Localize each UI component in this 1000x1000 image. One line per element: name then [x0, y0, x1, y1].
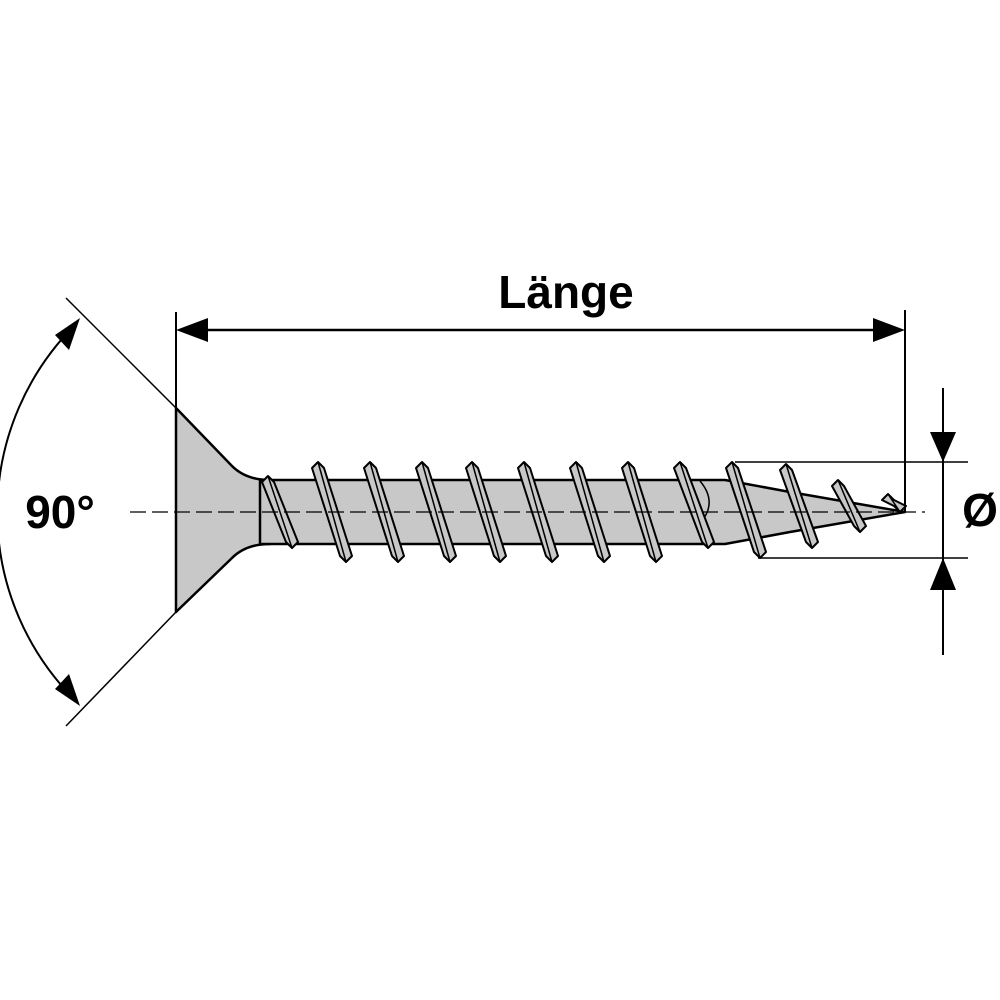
thread-ridge-crest	[837, 479, 861, 533]
angle-dimension: 90°	[0, 297, 177, 727]
angle-extension-line-top	[65, 297, 177, 409]
thread-ridge-crest	[731, 461, 761, 559]
thread-ridge-crest	[421, 461, 451, 563]
diameter-label: Ø	[962, 484, 998, 536]
thread-ridge-crest	[785, 463, 813, 549]
screw-head	[174, 406, 272, 614]
diameter-arrowhead-top-icon	[930, 432, 956, 462]
angle-label: 90°	[25, 486, 95, 538]
diameter-arrowhead-bottom-icon	[930, 558, 956, 590]
thread-ridge-crest	[267, 475, 293, 549]
angle-extension-line-bottom	[65, 611, 177, 727]
length-label: Länge	[498, 266, 633, 318]
length-arrowhead-left-icon	[176, 318, 208, 342]
screw	[174, 406, 907, 614]
length-dimension: Länge	[175, 266, 906, 512]
angle-arc	[0, 324, 76, 701]
length-arrowhead-right-icon	[873, 318, 905, 342]
angle-arrowhead-bottom-icon	[55, 674, 80, 706]
diameter-dimension: Ø	[735, 388, 999, 655]
diameter-label-background	[955, 483, 999, 535]
screw-threads	[261, 461, 907, 563]
angle-arrowhead-top-icon	[55, 318, 80, 350]
thread-ridge-crest	[679, 461, 709, 549]
angle-label-background	[14, 482, 104, 538]
thread-ridge-crest	[887, 493, 901, 513]
thread-ridge-crest	[575, 461, 605, 563]
